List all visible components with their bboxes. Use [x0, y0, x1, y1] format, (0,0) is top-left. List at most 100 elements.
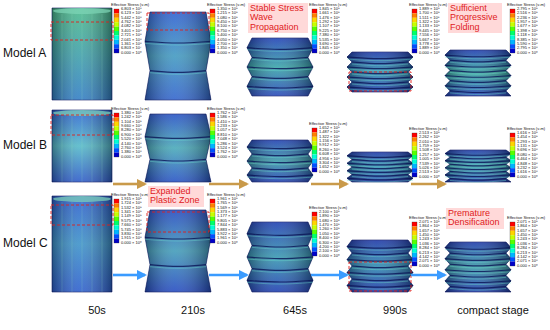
fold-line: [247, 161, 313, 163]
colorbar-band: [210, 117, 215, 121]
tube-body: [145, 210, 211, 292]
fold-highlight: [347, 275, 413, 277]
tube-body: [145, 12, 211, 100]
colorbar-band: [510, 231, 515, 235]
colorbar-band: [510, 35, 515, 39]
colorbar-frame: [210, 9, 215, 53]
colorbar-band: [210, 208, 215, 212]
colorbar-band: [312, 163, 317, 167]
colorbar-band: [412, 262, 417, 266]
fold-line: [347, 178, 413, 180]
colorbar-band: [510, 257, 515, 261]
colorbar-band: [312, 9, 317, 13]
fold-line: [450, 264, 506, 266]
colorbar-band: [510, 173, 515, 177]
fold-highlight: [352, 255, 408, 257]
tube-shading: [445, 150, 511, 182]
tube-shading: [247, 38, 313, 96]
fold-line: [352, 62, 408, 64]
colorbar-frame: [510, 9, 515, 53]
fold-line: [450, 171, 506, 173]
tube-body: [145, 114, 211, 182]
time-label: 50s: [47, 304, 147, 316]
colorbar-band: [510, 244, 515, 248]
fold-line: [247, 234, 313, 236]
colorbar-value: 0.000 × 10⁰: [319, 170, 340, 174]
fold-highlight: [450, 159, 506, 161]
colorbar-band: [412, 168, 417, 172]
stage-arrow: [411, 183, 445, 186]
colorbar-band: [510, 168, 515, 172]
fold-line: [247, 147, 313, 149]
colorbar-band: [114, 217, 119, 221]
colorbar-band: [312, 13, 317, 17]
colorbar-band: [312, 18, 317, 22]
fold-line: [450, 164, 506, 166]
fold-highlight: [450, 180, 506, 182]
fold-highlight: [352, 268, 408, 270]
colorbar-band: [114, 35, 119, 39]
colorbar-frame: [412, 133, 417, 177]
fold-highlight: [352, 74, 408, 76]
fold-highlight: [445, 163, 511, 165]
fold-line: [445, 248, 511, 250]
tube-shading: [52, 110, 112, 182]
colorbar-frame: [114, 9, 119, 53]
colorbar-value: 0.000 × 10⁰: [121, 155, 142, 159]
fold-line: [352, 167, 408, 169]
fold-line: [450, 91, 506, 93]
colorbar-band: [510, 18, 515, 22]
fold-highlight: [352, 64, 408, 66]
callout-note: Expanded Plastic Zone: [148, 186, 204, 207]
colorbar-value: 0.000 × 10⁰: [217, 241, 238, 245]
crushed-tube: [347, 240, 413, 292]
colorbar-band: [210, 203, 215, 207]
colorbar-frame: [114, 199, 119, 243]
colorbar-value: 0.000 × 10⁰: [319, 51, 340, 55]
colorbar-band: [312, 31, 317, 35]
fold-line: [450, 60, 506, 62]
mesh-line: [62, 202, 63, 292]
colorbar-band: [412, 248, 417, 252]
fold-highlight: [445, 283, 511, 285]
colorbar-band: [114, 225, 119, 229]
colorbar-band: [210, 27, 215, 31]
colorbar-band: [510, 40, 515, 44]
colorbar-band: [114, 113, 119, 117]
colorbar-frame: [312, 212, 317, 256]
fold-highlight: [445, 67, 511, 69]
colorbar-band: [510, 137, 515, 141]
colorbar-band: [312, 146, 317, 150]
colorbar-band: [114, 221, 119, 225]
fold-line: [450, 70, 506, 72]
fold-line: [150, 71, 206, 73]
fold-line: [347, 57, 413, 59]
colorbar-band: [510, 159, 515, 163]
colorbar-band: [312, 225, 317, 229]
fold-line: [347, 163, 413, 165]
colorbar-band: [510, 235, 515, 239]
mesh-line: [102, 202, 103, 292]
colorbar-band: [412, 151, 417, 155]
fold-line: [450, 81, 506, 83]
colorbar-band: [114, 199, 119, 203]
mesh-line: [72, 202, 73, 292]
colorbar-value: 0.000 × 10⁰: [517, 264, 538, 268]
crushed-tube: [247, 140, 313, 182]
colorbar-band: [510, 151, 515, 155]
fold-line: [247, 48, 313, 50]
colorbar-band: [510, 146, 515, 150]
mesh-line: [92, 116, 93, 182]
fold-line: [352, 82, 408, 84]
fold-highlight: [150, 267, 206, 269]
colorbar-band: [210, 239, 215, 243]
colorbar-band: [210, 234, 215, 238]
fold-line: [450, 178, 506, 180]
fold-line: [450, 157, 506, 159]
colorbar-band: [412, 253, 417, 257]
tube-shading: [145, 210, 211, 292]
colorbar-band: [210, 122, 215, 126]
fold-line: [445, 270, 511, 272]
colorbar-value: 0.000 × 10⁰: [217, 51, 238, 55]
fold-highlight: [247, 163, 313, 165]
